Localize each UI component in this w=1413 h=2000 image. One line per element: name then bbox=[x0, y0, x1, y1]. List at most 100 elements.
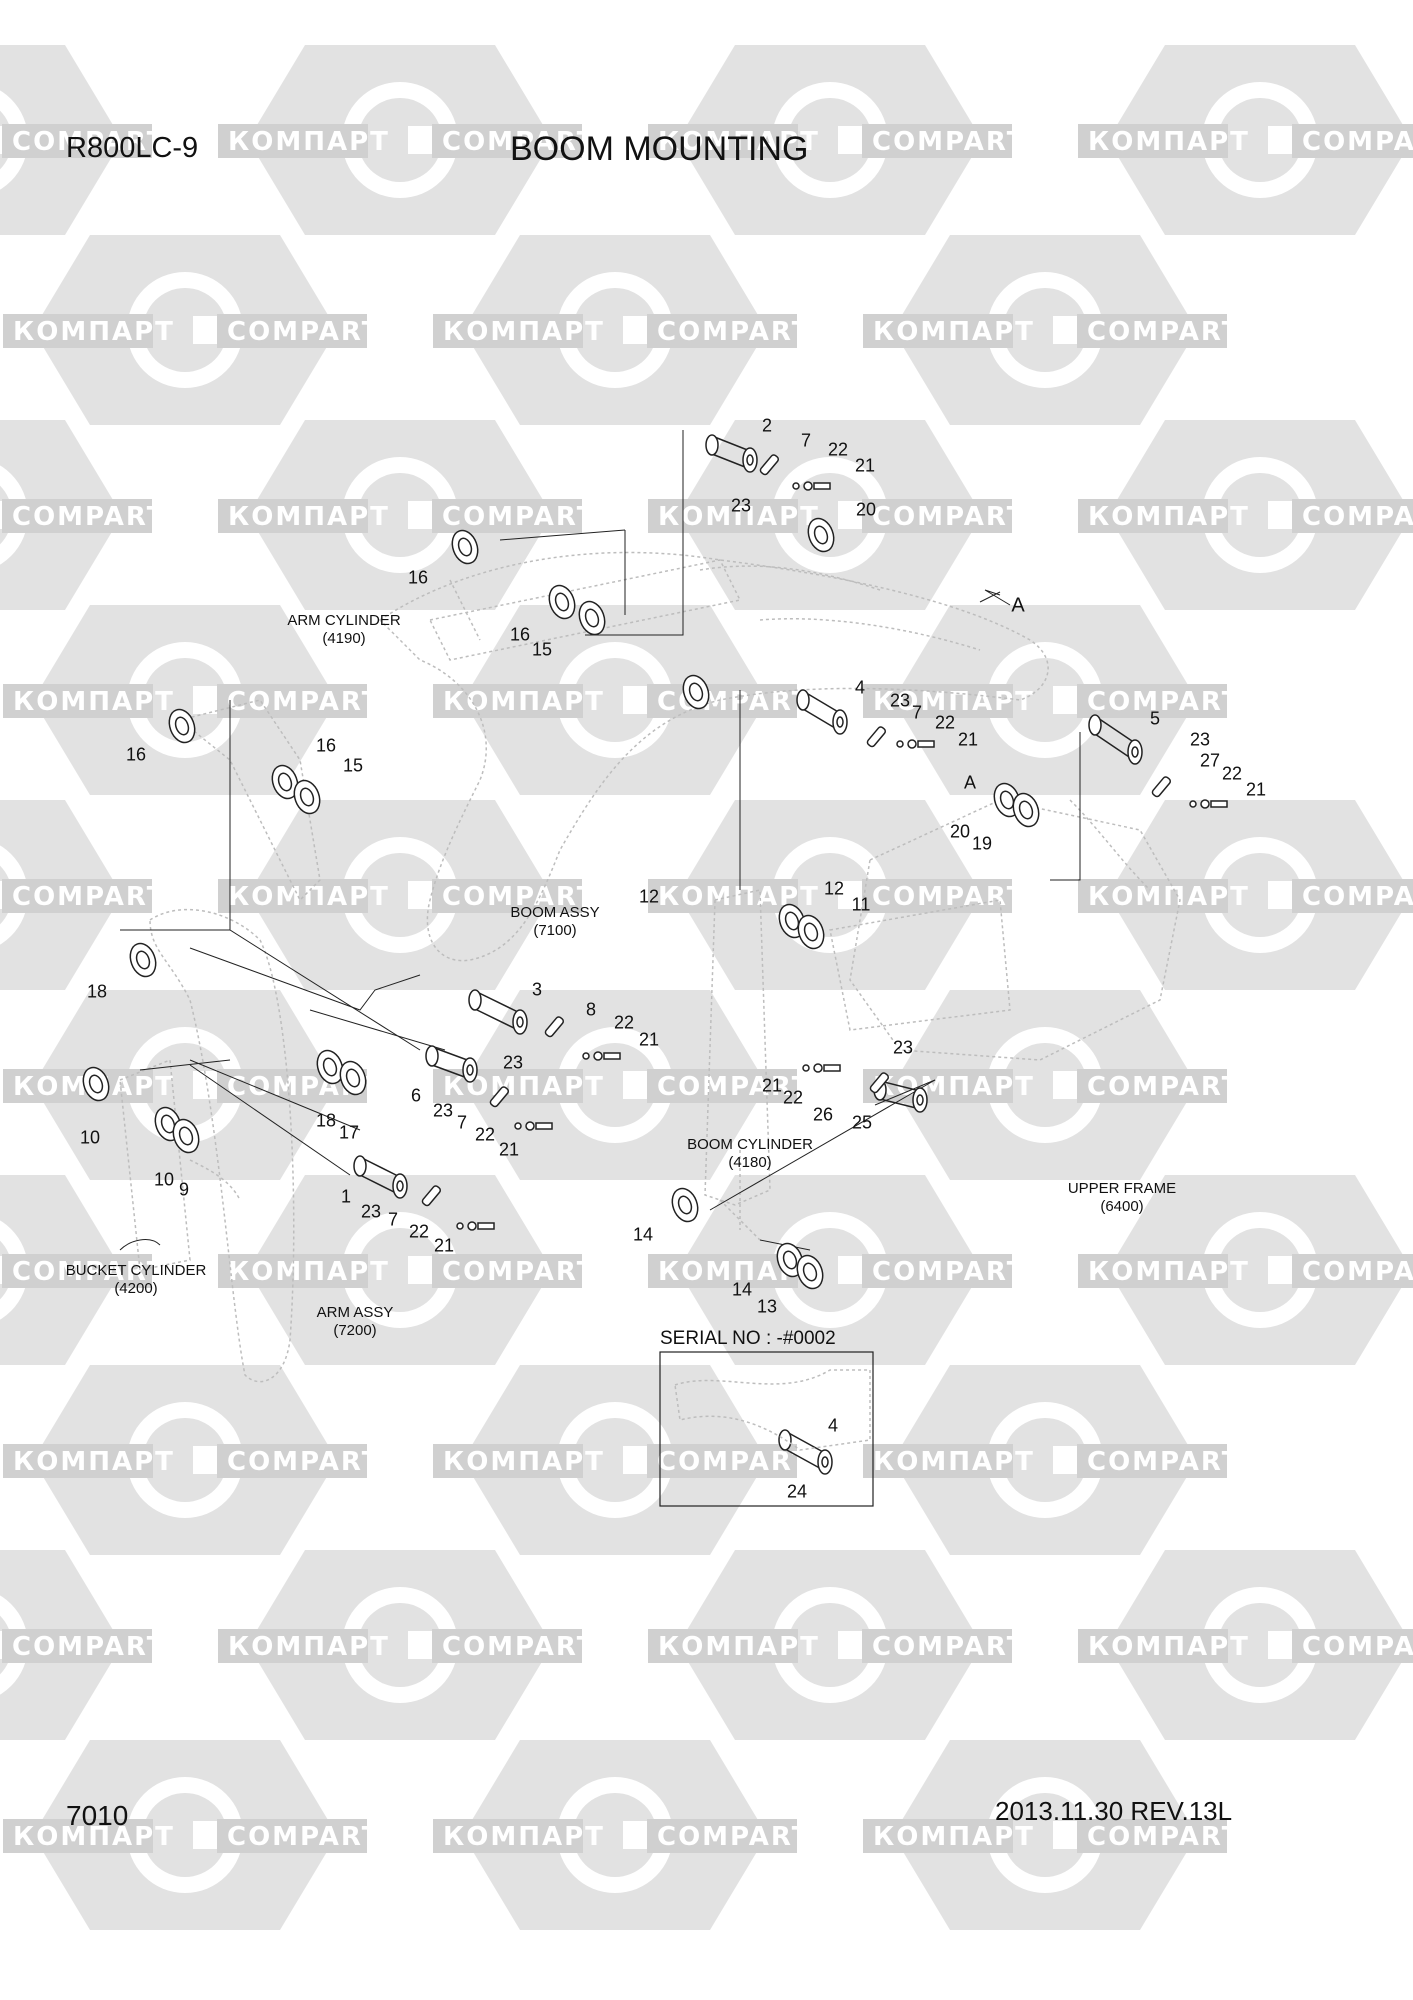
watermark-text-right: COMPART bbox=[872, 127, 1026, 157]
callout-number: 22 bbox=[1221, 763, 1243, 784]
watermark-text-right: COMPART bbox=[227, 317, 381, 347]
spring-washer bbox=[456, 1222, 464, 1230]
flat-washer bbox=[593, 1051, 603, 1061]
flat-washer bbox=[525, 1121, 535, 1131]
watermark-text-left: КОМПАРТ bbox=[443, 687, 605, 717]
spring-washer bbox=[1189, 800, 1197, 808]
bolt bbox=[1210, 800, 1228, 808]
watermark-text-right: COMPART bbox=[1302, 502, 1413, 532]
washer-hole bbox=[174, 716, 190, 736]
callout-number: 13 bbox=[756, 1296, 778, 1317]
lock-plate bbox=[544, 1016, 565, 1038]
watermark-text-left: КОМПАРТ bbox=[873, 687, 1035, 717]
callout-number: 21 bbox=[957, 729, 979, 750]
page-title: BOOM MOUNTING bbox=[510, 130, 809, 168]
pin-head-hole bbox=[516, 1016, 524, 1028]
spring-washer bbox=[792, 482, 800, 490]
callout-number: 24 bbox=[786, 1481, 808, 1502]
pin-edge bbox=[474, 1008, 521, 1032]
flat-washer bbox=[813, 1063, 823, 1073]
callout-number: 18 bbox=[315, 1110, 337, 1131]
washer-hole bbox=[88, 1074, 104, 1094]
callout-number: 8 bbox=[585, 999, 597, 1020]
callout-number: 5 bbox=[1149, 708, 1161, 729]
callout-number: 22 bbox=[408, 1221, 430, 1242]
bolt bbox=[813, 482, 831, 490]
watermark-text-left: КОМПАРТ bbox=[13, 317, 175, 347]
watermark-text-right: COMPART bbox=[442, 1257, 596, 1287]
callout-number: A bbox=[963, 772, 977, 793]
washer-hole bbox=[813, 525, 829, 545]
washer-hole bbox=[688, 682, 704, 702]
lock-plate bbox=[1151, 776, 1172, 798]
callout-number: 7 bbox=[911, 702, 923, 723]
callout-number: 4 bbox=[854, 677, 866, 698]
watermark-text-left: КОМПАРТ bbox=[873, 1072, 1035, 1102]
washer-hole bbox=[784, 911, 800, 931]
watermark-text-left: КОМПАРТ bbox=[443, 1822, 605, 1852]
watermark-text-left: КОМПАРТ bbox=[873, 317, 1035, 347]
callout-number: 16 bbox=[509, 624, 531, 645]
watermark-text-right: COMPART bbox=[12, 882, 166, 912]
watermark-text-right: COMPART bbox=[1302, 882, 1413, 912]
assembly-label-boom-cylinder: BOOM CYLINDER (4180) bbox=[687, 1136, 813, 1172]
watermark-text-left: КОМПАРТ bbox=[1088, 882, 1250, 912]
watermark-text-left: КОМПАРТ bbox=[873, 1447, 1035, 1477]
watermark-text-left: КОМПАРТ bbox=[443, 1447, 605, 1477]
watermark-text-left: КОМПАРТ bbox=[13, 1822, 175, 1852]
watermark-tile: КОМПАРТ COMPART bbox=[1078, 800, 1413, 990]
watermark-text-left: КОМПАРТ bbox=[658, 502, 820, 532]
callout-number: 15 bbox=[531, 639, 553, 660]
callout-number: 14 bbox=[731, 1279, 753, 1300]
pin-edge bbox=[879, 1080, 921, 1092]
serial-box-frame bbox=[659, 1351, 874, 1507]
watermark-text-left: КОМПАРТ bbox=[1088, 1632, 1250, 1662]
lock-plate bbox=[489, 1086, 510, 1108]
watermark-text-right: COMPART bbox=[1087, 1447, 1241, 1477]
assembly-label-boom-assy: BOOM ASSY (7100) bbox=[510, 904, 599, 940]
watermark-text-right: COMPART bbox=[1302, 1632, 1413, 1662]
spring-washer bbox=[802, 1064, 810, 1072]
assembly-name: UPPER FRAME bbox=[1067, 1180, 1177, 1197]
watermark-text-right: COMPART bbox=[872, 1632, 1026, 1662]
watermark-text-right: COMPART bbox=[12, 127, 166, 157]
watermark-text-right: COMPART bbox=[872, 882, 1026, 912]
callout-number: 3 bbox=[531, 979, 543, 1000]
lock-plate bbox=[869, 1072, 890, 1094]
flat-washer bbox=[907, 739, 917, 749]
callout-number: 20 bbox=[949, 821, 971, 842]
callout-number: 21 bbox=[638, 1029, 660, 1050]
parts-group bbox=[82, 434, 1228, 1475]
pin-edge bbox=[802, 690, 841, 714]
callout-number: 14 bbox=[632, 1224, 654, 1245]
pin-end bbox=[796, 689, 810, 711]
washer-hole bbox=[782, 1250, 798, 1270]
washer-hole bbox=[999, 790, 1015, 810]
watermark-text-right: COMPART bbox=[657, 1072, 811, 1102]
watermark-text-right: COMPART bbox=[872, 1257, 1026, 1287]
callout-number: 23 bbox=[892, 1037, 914, 1058]
assembly-name: ARM CYLINDER bbox=[287, 612, 401, 629]
callout-number: 17 bbox=[338, 1122, 360, 1143]
watermark-text-left: КОМПАРТ bbox=[443, 317, 605, 347]
callout-number: 11 bbox=[851, 894, 871, 915]
watermark-text-right: COMPART bbox=[442, 1632, 596, 1662]
flat-washer bbox=[467, 1221, 477, 1231]
pin-head-hole bbox=[821, 1456, 829, 1468]
callout-number: 21 bbox=[854, 455, 876, 476]
